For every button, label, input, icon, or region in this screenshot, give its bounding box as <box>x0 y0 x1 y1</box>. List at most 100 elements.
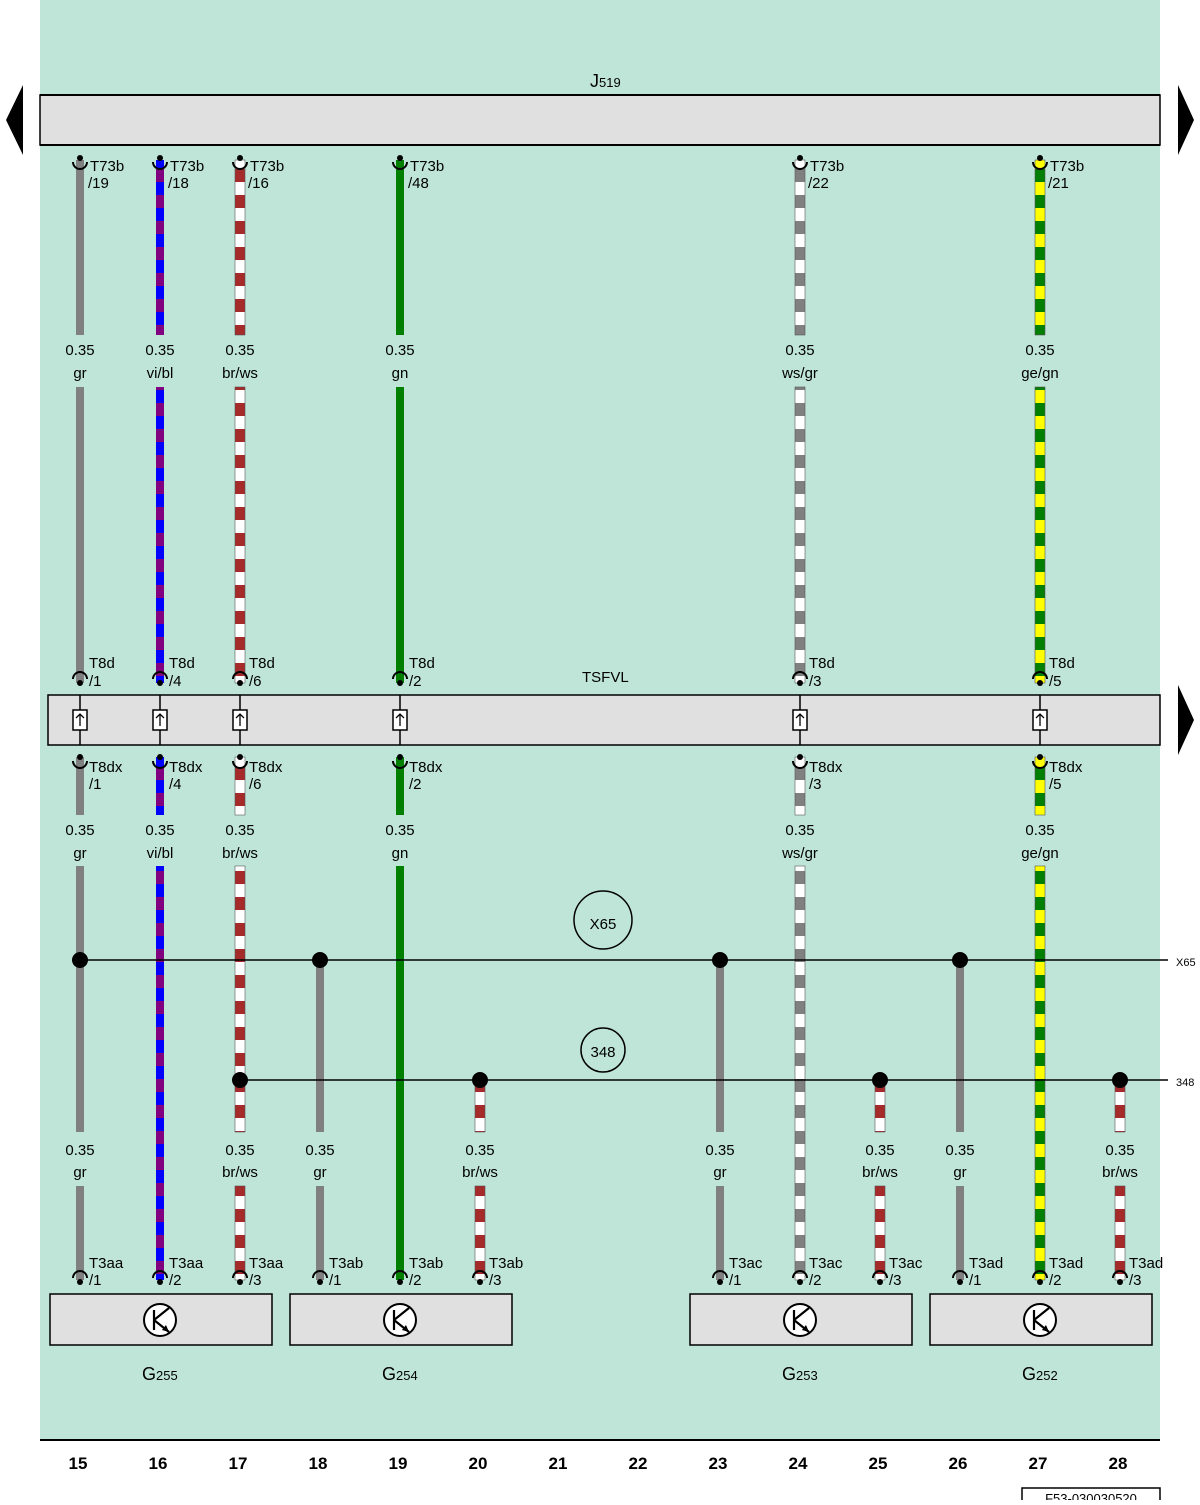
wire-15-color-mid: gr <box>73 845 86 862</box>
wire-27-plug-arrow-icon <box>1035 713 1045 726</box>
wire-16-gauge-mid: 0.35 <box>145 822 174 839</box>
wire-18-t3-label: T3ab <box>329 1255 363 1272</box>
wire-24-upper-segment <box>794 159 806 336</box>
wire-15-t8d-label: T8d <box>89 655 115 672</box>
wire-16-upper-segment <box>156 160 164 335</box>
wire-19-t8dx-connector-icon-pin <box>397 754 403 760</box>
wire-28-t3-connector-icon <box>1112 1270 1128 1279</box>
wire-15-t3-pin: /1 <box>89 1272 102 1289</box>
wire-15-t8d-pin: /1 <box>89 673 102 690</box>
wire-23-gauge-bottom: 0.35 <box>705 1142 734 1159</box>
wire-27-t8d-connector-icon-pin <box>1037 680 1043 686</box>
wire-19-t8d-label: T8d <box>409 655 435 672</box>
wire-16-gauge-top: 0.35 <box>145 342 174 359</box>
wire-15-t8d-connector-icon-pin <box>77 680 83 686</box>
previous-page-arrow-icon[interactable] <box>6 85 23 155</box>
wire-24-lower-segment <box>794 865 806 1281</box>
wire-19-t8dx-segment <box>396 757 404 815</box>
wire-27-t8dx-pin: /5 <box>1049 776 1062 793</box>
wire-15-plug-arrow-icon <box>75 713 85 726</box>
sensor-G252: G252 <box>929 1293 1153 1384</box>
wire-15-t73b-label: T73b <box>90 158 124 175</box>
wire-17-gauge-top: 0.35 <box>225 342 254 359</box>
wire-26-gauge-bottom: 0.35 <box>945 1142 974 1159</box>
wire-25-gauge-bottom: 0.35 <box>865 1142 894 1159</box>
column-number-18: 18 <box>309 1454 328 1473</box>
column-number-20: 20 <box>469 1454 488 1473</box>
wire-16-t3-pin: /2 <box>169 1272 182 1289</box>
wire-27-t73b-connector-icon-pin <box>1037 155 1043 161</box>
wire-16-t8dx-pin: /4 <box>169 776 182 793</box>
wire-15-stub-segment <box>76 1186 84 1280</box>
wire-20-color-bottom: br/ws <box>462 1164 498 1181</box>
wire-27-t73b-connector-icon <box>1032 161 1048 170</box>
wire-17-t8dx-segment <box>234 756 246 816</box>
wire-16-t73b-connector-icon-pin <box>157 155 163 161</box>
wire-19-upper-segment <box>396 160 404 335</box>
wire-24-t8d-connector-icon-pin <box>797 680 803 686</box>
column-number-16: 16 <box>149 1454 168 1473</box>
wire-23-t3-label: T3ac <box>729 1255 763 1272</box>
bus-x65-circle-label: X65 <box>590 916 617 933</box>
wire-19-color-top: gn <box>392 365 409 382</box>
wire-15-t8dx-connector-icon-pin <box>77 754 83 760</box>
wire-24-t3-connector-icon <box>792 1270 808 1279</box>
column-number-22: 22 <box>629 1454 648 1473</box>
wire-23-color-bottom: gr <box>713 1164 726 1181</box>
next-page-arrow-icon[interactable] <box>1178 85 1194 155</box>
wire-19-t73b-connector-icon-pin <box>397 155 403 161</box>
wire-15-t3-connector-icon <box>72 1270 88 1279</box>
wire-18-t3-connector-icon-pin <box>317 1279 323 1285</box>
wire-24-color-top: ws/gr <box>781 365 818 382</box>
wire-24-t8dx-pin: /3 <box>809 776 822 793</box>
wire-24-t8d-connector-icon <box>792 671 808 680</box>
footer-code: F53-030030520 <box>1045 1491 1137 1500</box>
wire-19-t73b-label: T73b <box>410 158 444 175</box>
wire-16-t73b-connector-icon <box>152 161 168 170</box>
wire-17-t73b-pin: /16 <box>248 175 269 192</box>
wire-16-t8d-pin: /4 <box>169 673 182 690</box>
wire-24-t8dx-connector-icon-pin <box>797 754 803 760</box>
control-unit-j519-label: J519 <box>590 71 621 91</box>
wire-26-stub-segment <box>956 1186 964 1280</box>
bus-348-side-label: 348 <box>1176 1077 1194 1089</box>
column-number-15: 15 <box>69 1454 88 1473</box>
column-number-17: 17 <box>229 1454 248 1473</box>
wire-27-t8dx-connector-icon-pin <box>1037 754 1043 760</box>
wire-16-t8dx-label: T8dx <box>169 759 203 776</box>
wire-24-gauge-top: 0.35 <box>785 342 814 359</box>
wire-16-t8dx-connector-icon-pin <box>157 754 163 760</box>
continue-arrow-icon[interactable] <box>1178 685 1194 755</box>
wire-24-plug-arrow-icon <box>795 713 805 726</box>
junction-dot-25 <box>872 1072 888 1088</box>
wire-20-t3-connector-icon <box>472 1270 488 1279</box>
transistor-icon <box>783 1303 817 1337</box>
column-number-19: 19 <box>389 1454 408 1473</box>
junction-dot-28 <box>1112 1072 1128 1088</box>
wire-25-t3-connector-icon-pin <box>877 1279 883 1285</box>
wire-15-t73b-connector-icon-pin <box>77 155 83 161</box>
wire-19-t73b-connector-icon <box>392 161 408 170</box>
wire-15-t3-label: T3aa <box>89 1255 124 1272</box>
wire-17-t3-connector-icon <box>232 1270 248 1279</box>
wire-19-lower-segment <box>396 866 404 1280</box>
wire-25-t3-label: T3ac <box>889 1255 923 1272</box>
wire-17-t73b-connector-icon <box>232 161 248 170</box>
wire-15-t8dx-pin: /1 <box>89 776 102 793</box>
wire-15-gauge-mid: 0.35 <box>65 822 94 839</box>
wire-28-stub-segment <box>1114 1185 1126 1281</box>
wire-19-t3-pin: /2 <box>409 1272 422 1289</box>
wire-17-t3-label: T3aa <box>249 1255 284 1272</box>
junction-dot-26 <box>952 952 968 968</box>
wire-15-t8d-connector-icon <box>72 671 88 680</box>
wire-16-lower-segment <box>156 866 164 1280</box>
wire-17-mid-segment <box>234 386 246 684</box>
wire-18-t3-pin: /1 <box>329 1272 342 1289</box>
wire-28-gauge-bottom: 0.35 <box>1105 1142 1134 1159</box>
wire-26-color-bottom: gr <box>953 1164 966 1181</box>
wire-19-t8d-pin: /2 <box>409 673 422 690</box>
sensor-label: G254 <box>382 1364 418 1384</box>
sensor-G255: G255 <box>49 1293 273 1384</box>
wire-15-lower-segment <box>76 866 84 1132</box>
